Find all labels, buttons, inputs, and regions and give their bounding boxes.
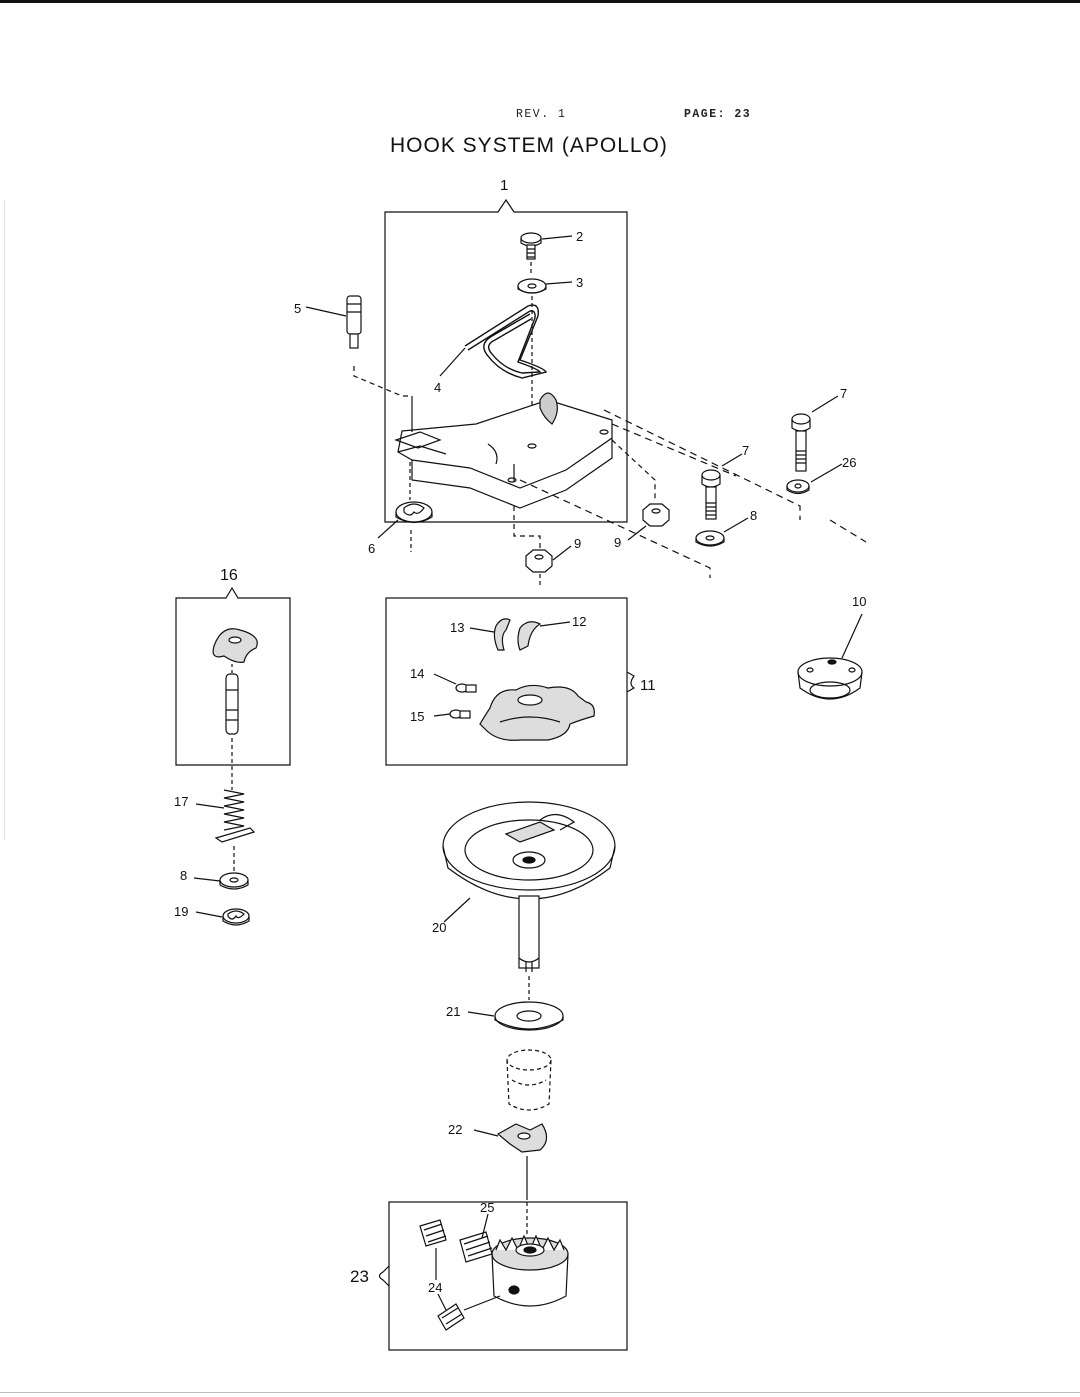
part-22-collar (496, 1123, 548, 1153)
callout-13: 13 (450, 620, 464, 635)
part-26-washer (786, 479, 810, 495)
part-12-spring-clip (517, 621, 542, 651)
part-24-set-screw-upper (419, 1219, 447, 1247)
part-7-bolt-right (791, 413, 811, 472)
callout-8-right: 8 (750, 508, 757, 523)
part-7-bolt-middle (701, 469, 721, 520)
left-margin-rule (4, 200, 5, 840)
callout-19: 19 (174, 904, 188, 919)
part-8-washer-left (219, 872, 249, 890)
callout-26: 26 (842, 455, 856, 470)
part-11-bobbin-case (479, 684, 595, 741)
assembly-box-23 (388, 1201, 628, 1351)
part-6-retaining-ring (395, 501, 433, 524)
part-23-gear (491, 1234, 569, 1307)
callout-20: 20 (432, 920, 446, 935)
callout-6: 6 (368, 541, 375, 556)
part-5-pin (346, 295, 362, 349)
revision-label: REV. 1 (516, 108, 567, 121)
part-17-spring (214, 789, 256, 843)
callout-9-lower: 9 (574, 536, 581, 551)
callout-16: 16 (220, 567, 238, 584)
part-21-washer (494, 976, 564, 1031)
callout-17: 17 (174, 794, 188, 809)
callout-22: 22 (448, 1122, 462, 1137)
callout-24: 24 (428, 1280, 442, 1295)
callout-7-middle: 7 (742, 443, 749, 458)
callout-1: 1 (500, 177, 508, 194)
part-15-screw (449, 709, 471, 719)
page-title: HOOK SYSTEM (APOLLO) (390, 134, 668, 157)
needle-plate (394, 392, 613, 509)
callout-23: 23 (350, 1267, 369, 1286)
callout-11: 11 (640, 677, 656, 694)
part-14-screw (455, 683, 477, 693)
part-16-bobbin-case-latch (212, 628, 258, 790)
callout-8-left: 8 (180, 868, 187, 883)
part-8-washer-middle (695, 530, 725, 547)
part-3-washer (517, 278, 547, 294)
callout-4: 4 (434, 380, 441, 395)
callout-15: 15 (410, 709, 424, 724)
callout-25: 25 (480, 1200, 494, 1215)
part-2-screw (520, 232, 542, 260)
part-9-nut-right (642, 503, 670, 527)
callout-10: 10 (852, 594, 866, 609)
part-13-spring-clip (493, 618, 511, 651)
brace-11 (626, 671, 636, 693)
brace-23 (378, 1265, 390, 1287)
assembly-box-1 (384, 198, 628, 523)
part-25-set-screw (459, 1231, 493, 1263)
page-number-label: PAGE: 23 (684, 108, 752, 121)
callout-2: 2 (576, 229, 583, 244)
callout-3: 3 (576, 275, 583, 290)
callout-9-left: 9 (614, 535, 621, 550)
top-rule (0, 0, 1080, 3)
callout-5: 5 (294, 301, 301, 316)
assembly-box-16 (175, 586, 291, 766)
part-20-rotary-hook (442, 801, 616, 972)
dashed-bushing (506, 1049, 552, 1111)
callout-21: 21 (446, 1004, 460, 1019)
part-4-wire-spring (464, 304, 548, 379)
callout-7-right: 7 (840, 386, 847, 401)
part-9-nut-lower (525, 549, 553, 573)
part-19-retaining-ring (222, 908, 250, 926)
callout-14: 14 (410, 666, 424, 681)
bottom-rule (0, 1392, 1080, 1393)
part-10-bobbin (797, 657, 863, 700)
callout-12: 12 (572, 614, 586, 629)
part-24-set-screw-lower (437, 1303, 465, 1331)
assembly-box-11 (385, 597, 628, 766)
